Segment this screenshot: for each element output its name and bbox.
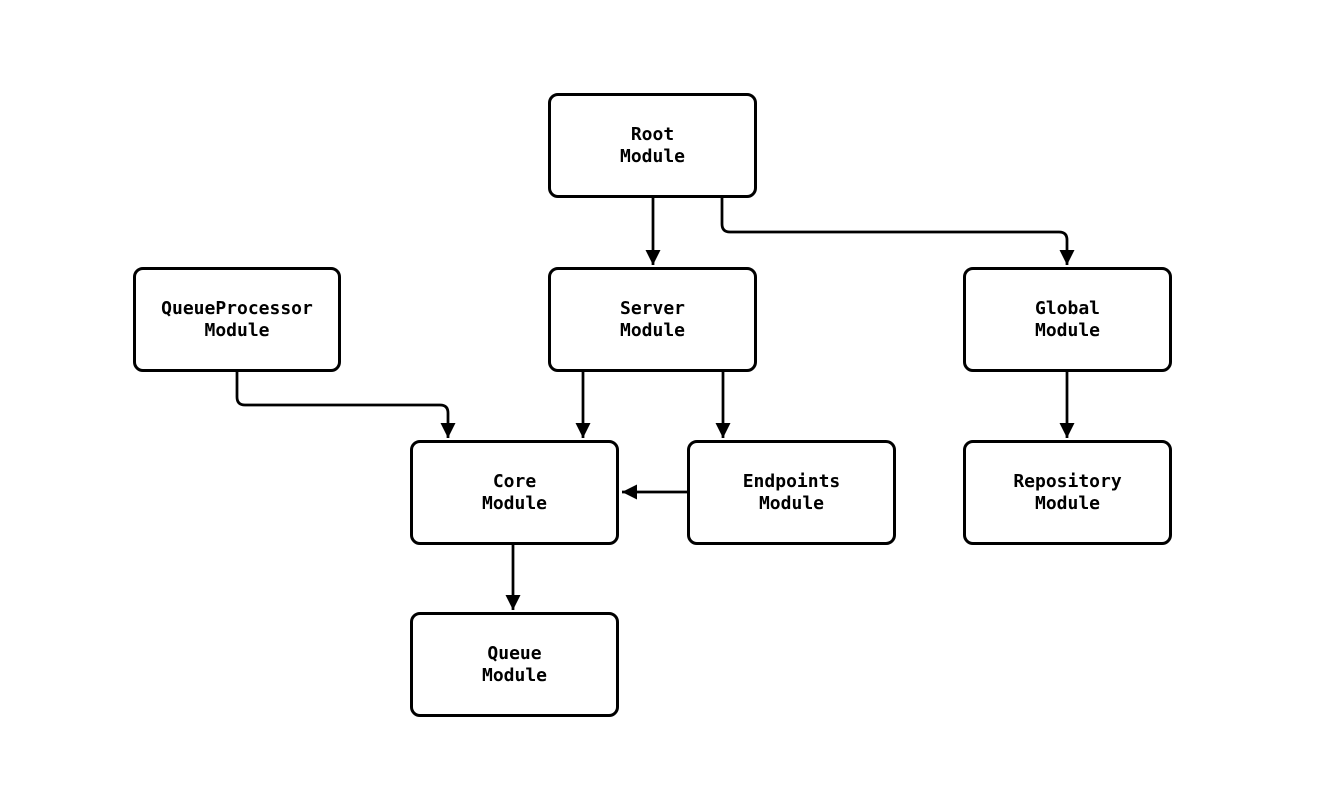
node-queueprocessor-module-label: QueueProcessor Module [161,297,313,341]
node-queue-module-label: Queue Module [481,642,548,686]
edge-queueprocessor-to-core [235,371,456,438]
node-core-module: Core Module [410,440,619,545]
node-repository-module-label: Repository Module [1013,470,1122,514]
node-endpoints-module: Endpoints Module [687,440,896,545]
node-root-module-label: Root Module [619,123,686,167]
edge-root-to-global [720,198,1075,265]
node-queue-module: Queue Module [410,612,619,717]
node-queueprocessor-module: QueueProcessor Module [133,267,341,372]
node-server-module-label: Server Module [619,297,686,341]
node-global-module: Global Module [963,267,1172,372]
node-server-module: Server Module [548,267,757,372]
node-root-module: Root Module [548,93,757,198]
node-endpoints-module-label: Endpoints Module [742,470,841,514]
node-global-module-label: Global Module [1034,297,1101,341]
node-core-module-label: Core Module [481,470,548,514]
node-repository-module: Repository Module [963,440,1172,545]
